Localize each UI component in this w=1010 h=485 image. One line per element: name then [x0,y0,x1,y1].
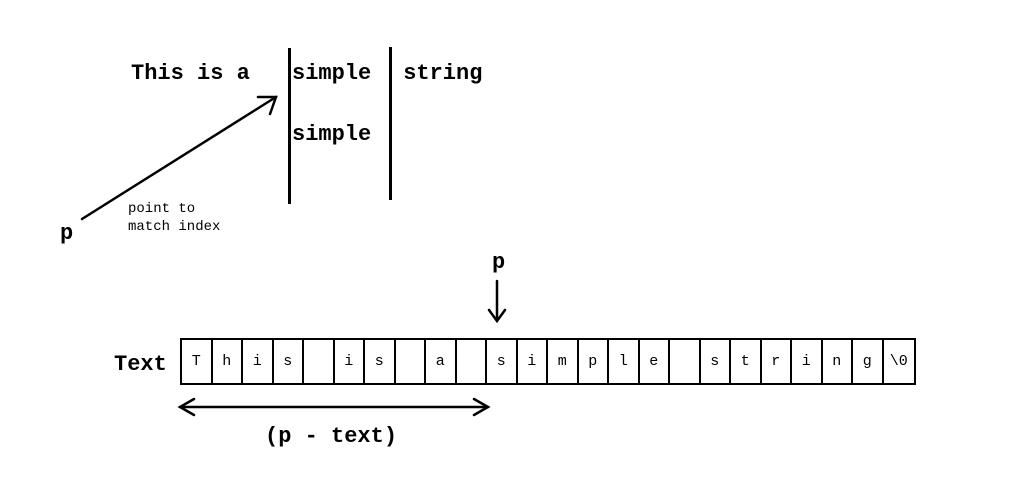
diagonal-pointer-arrow [80,95,278,221]
sentence-suffix: string [390,61,483,86]
char-cell: r [762,340,792,383]
char-cell [457,340,487,383]
char-cell: s [274,340,304,383]
match-right-bar [389,47,392,200]
char-cell: \0 [889,353,908,370]
char-cell [670,340,701,383]
array-label-text: Text [114,352,167,377]
char-cell [396,340,426,383]
down-arrow-head [487,308,507,324]
sentence-match-word: simple [292,61,372,86]
offset-arrow-right-head [472,397,491,417]
char-cell: i [335,340,365,383]
char-cell [304,340,335,383]
char-cell: a [426,340,457,383]
char-cell: g [853,340,884,383]
offset-label: (p - text) [265,424,398,449]
char-cell: i [518,340,548,383]
sentence-prefix: This is a [131,61,264,86]
char-cell: i [243,340,274,383]
char-cell: h [213,340,243,383]
char-cell: m [548,340,579,383]
char-cell: e [640,340,670,383]
pointer-note-line2: match index [128,219,221,235]
offset-arrow-left-head [177,397,196,417]
char-cell: s [365,340,396,383]
char-cell: i [792,340,823,383]
pointer-p-label-top: p [60,221,74,246]
match-left-bar [288,48,291,204]
char-cell: s [487,340,518,383]
char-cell: p [579,340,609,383]
pointer-note-line1: point to [128,201,196,217]
char-cell: t [731,340,762,383]
pointer-p-label-bottom: p [492,250,506,275]
char-cell: s [701,340,731,383]
diagonal-arrow-head [256,95,278,116]
char-cell: l [609,340,640,383]
char-cell: T [182,340,213,383]
pattern-word: simple [292,122,372,147]
char-cell: n [823,340,853,383]
